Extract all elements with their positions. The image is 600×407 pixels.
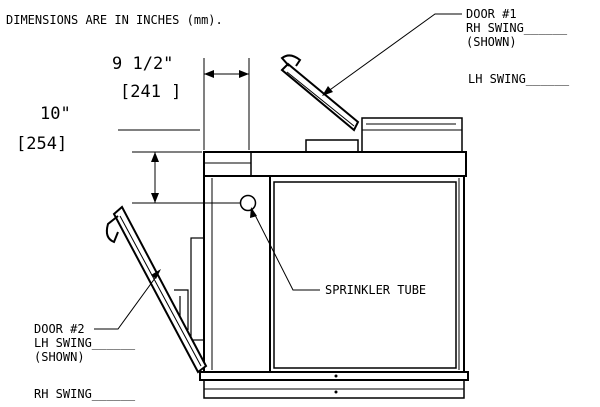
base-bolt-upper <box>334 374 338 378</box>
cabinet-body <box>199 151 469 399</box>
arrow-head-up <box>151 152 159 162</box>
door-2-title: DOOR #2 <box>34 322 85 336</box>
dim-vertical-imperial: 10" <box>40 104 71 124</box>
sprinkler-leader <box>250 207 320 291</box>
rear-top-unit <box>305 117 463 153</box>
door-1-shown: (SHOWN) <box>466 35 517 49</box>
door-1-rh-swing: RH SWING______ <box>466 21 568 35</box>
dim-horizontal-metric: [241 ] <box>120 82 181 102</box>
dimension-vertical <box>118 129 240 204</box>
dim-vertical-metric: [254] <box>16 134 67 154</box>
base-bolt-lower <box>334 390 338 394</box>
cabinet-top-slab <box>203 151 467 177</box>
sprinkler-tube-label: SPRINKLER TUBE <box>325 283 426 297</box>
door-2-shown: (SHOWN) <box>34 350 85 364</box>
dimensions-note: DIMENSIONS ARE IN INCHES (mm). <box>6 13 223 27</box>
arrow-head-down <box>151 193 159 203</box>
door-2 <box>105 205 208 374</box>
dimension-horizontal <box>203 58 250 150</box>
door-1-handle <box>280 54 302 67</box>
door-2-leader <box>94 269 161 330</box>
arrow-head-right <box>239 70 249 78</box>
right-door-panel <box>273 181 457 369</box>
door-1 <box>280 54 360 132</box>
sprinkler-tube <box>239 194 257 212</box>
door-2-rh-swing: RH SWING______ <box>34 387 136 401</box>
door-2-handle <box>105 215 119 244</box>
cabinet-base <box>199 371 469 381</box>
door-1-lh-swing: LH SWING______ <box>468 72 570 86</box>
dim-horizontal-imperial: 9 1/2" <box>112 54 173 74</box>
arrow-head-left <box>204 70 214 78</box>
door-1-leader <box>322 13 462 96</box>
door-2-lh-swing: LH SWING______ <box>34 336 136 350</box>
door-1-title: DOOR #1 <box>466 7 517 21</box>
